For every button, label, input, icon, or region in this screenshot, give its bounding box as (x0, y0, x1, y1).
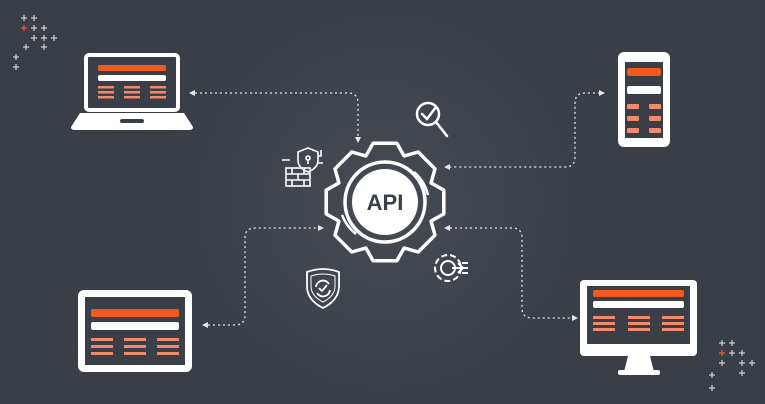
laptop-icon (71, 53, 193, 130)
api-badge (352, 169, 418, 235)
connector-laptop (195, 92, 359, 138)
monitor-icon (580, 280, 697, 375)
sparkle-decoration-bottom-right (709, 340, 755, 391)
tablet-icon (78, 290, 192, 372)
magnifier-check-icon (415, 101, 449, 138)
sparkle-decoration-top-left (13, 15, 57, 70)
arrowheads (189, 90, 605, 328)
smartphone-icon (618, 52, 670, 147)
api-label: API (367, 190, 404, 215)
gear-icon (324, 141, 446, 263)
connectors (195, 92, 600, 326)
firewall-shield-icon (282, 147, 323, 187)
connector-desktop (450, 227, 572, 319)
gear-target-icon (434, 254, 468, 282)
connector-tablet (208, 227, 318, 326)
shield-sync-icon (306, 268, 340, 310)
